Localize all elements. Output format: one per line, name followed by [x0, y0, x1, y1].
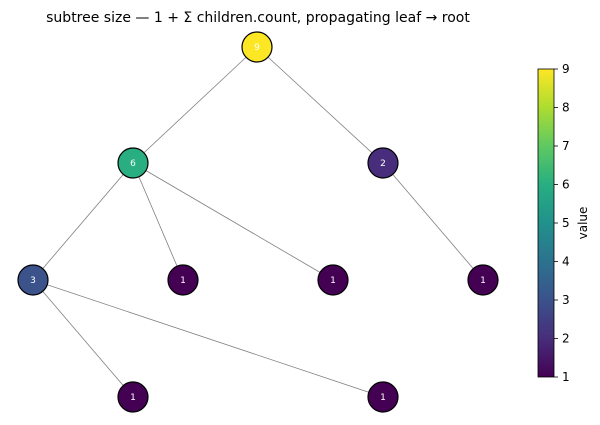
node-circle-b1 [467, 264, 499, 296]
node-circle-a1 [17, 264, 49, 296]
node-circle-a [117, 147, 149, 179]
node-label-a2: 1 [180, 276, 186, 286]
edge-a-a1 [32, 162, 134, 281]
colorbar-tick-label-7: 7 [562, 139, 570, 153]
colorbar-gradient-bar [537, 68, 555, 378]
colorbar-tick-label-4: 4 [562, 255, 570, 269]
node-circle-root [241, 31, 273, 63]
node-b1: 1 [467, 264, 499, 296]
colorbar-tick-label-1: 1 [562, 370, 570, 384]
colorbar-tick-label-8: 8 [562, 101, 570, 115]
node-a: 6 [117, 147, 149, 179]
diagram-title: subtree size — 1 + Σ children.count, pro… [46, 10, 470, 26]
node-root: 9 [241, 31, 273, 63]
node-layer: 9 6 2 3 1 1 1 1 1 [17, 31, 499, 413]
edge-layer [32, 46, 484, 398]
colorbar: 1 2 3 4 5 6 7 8 9 value [537, 62, 590, 384]
node-label-a1b: 1 [380, 393, 386, 403]
node-label-root: 9 [254, 43, 260, 53]
edge-root-a [132, 46, 258, 164]
colorbar-label: value [576, 207, 590, 240]
colorbar-tick-label-5: 5 [562, 216, 570, 230]
colorbar-ticks: 1 2 3 4 5 6 7 8 9 [554, 62, 570, 384]
node-label-a3: 1 [330, 276, 336, 286]
node-label-a1: 3 [30, 276, 36, 286]
edge-a-a3 [132, 162, 334, 281]
colorbar-tick-label-2: 2 [562, 332, 570, 346]
node-circle-a1b [367, 381, 399, 413]
edge-a1-a1a [32, 279, 134, 398]
edge-root-b [256, 46, 384, 164]
node-label-b1: 1 [480, 276, 486, 286]
node-label-a: 6 [130, 159, 136, 169]
node-circle-b [367, 147, 399, 179]
edge-a1-a1b [32, 279, 384, 398]
node-a1: 3 [17, 264, 49, 296]
node-a2: 1 [167, 264, 199, 296]
colorbar-tick-label-9: 9 [562, 62, 570, 76]
colorbar-tick-label-6: 6 [562, 178, 570, 192]
node-label-a1a: 1 [130, 393, 136, 403]
node-label-b: 2 [380, 159, 386, 169]
node-a1a: 1 [117, 381, 149, 413]
colorbar-tick-label-3: 3 [562, 293, 570, 307]
node-circle-a2 [167, 264, 199, 296]
node-circle-a1a [117, 381, 149, 413]
node-a1b: 1 [367, 381, 399, 413]
node-b: 2 [367, 147, 399, 179]
edge-b-b1 [382, 162, 484, 281]
node-circle-a3 [317, 264, 349, 296]
edge-a-a2 [132, 162, 184, 281]
node-a3: 1 [317, 264, 349, 296]
